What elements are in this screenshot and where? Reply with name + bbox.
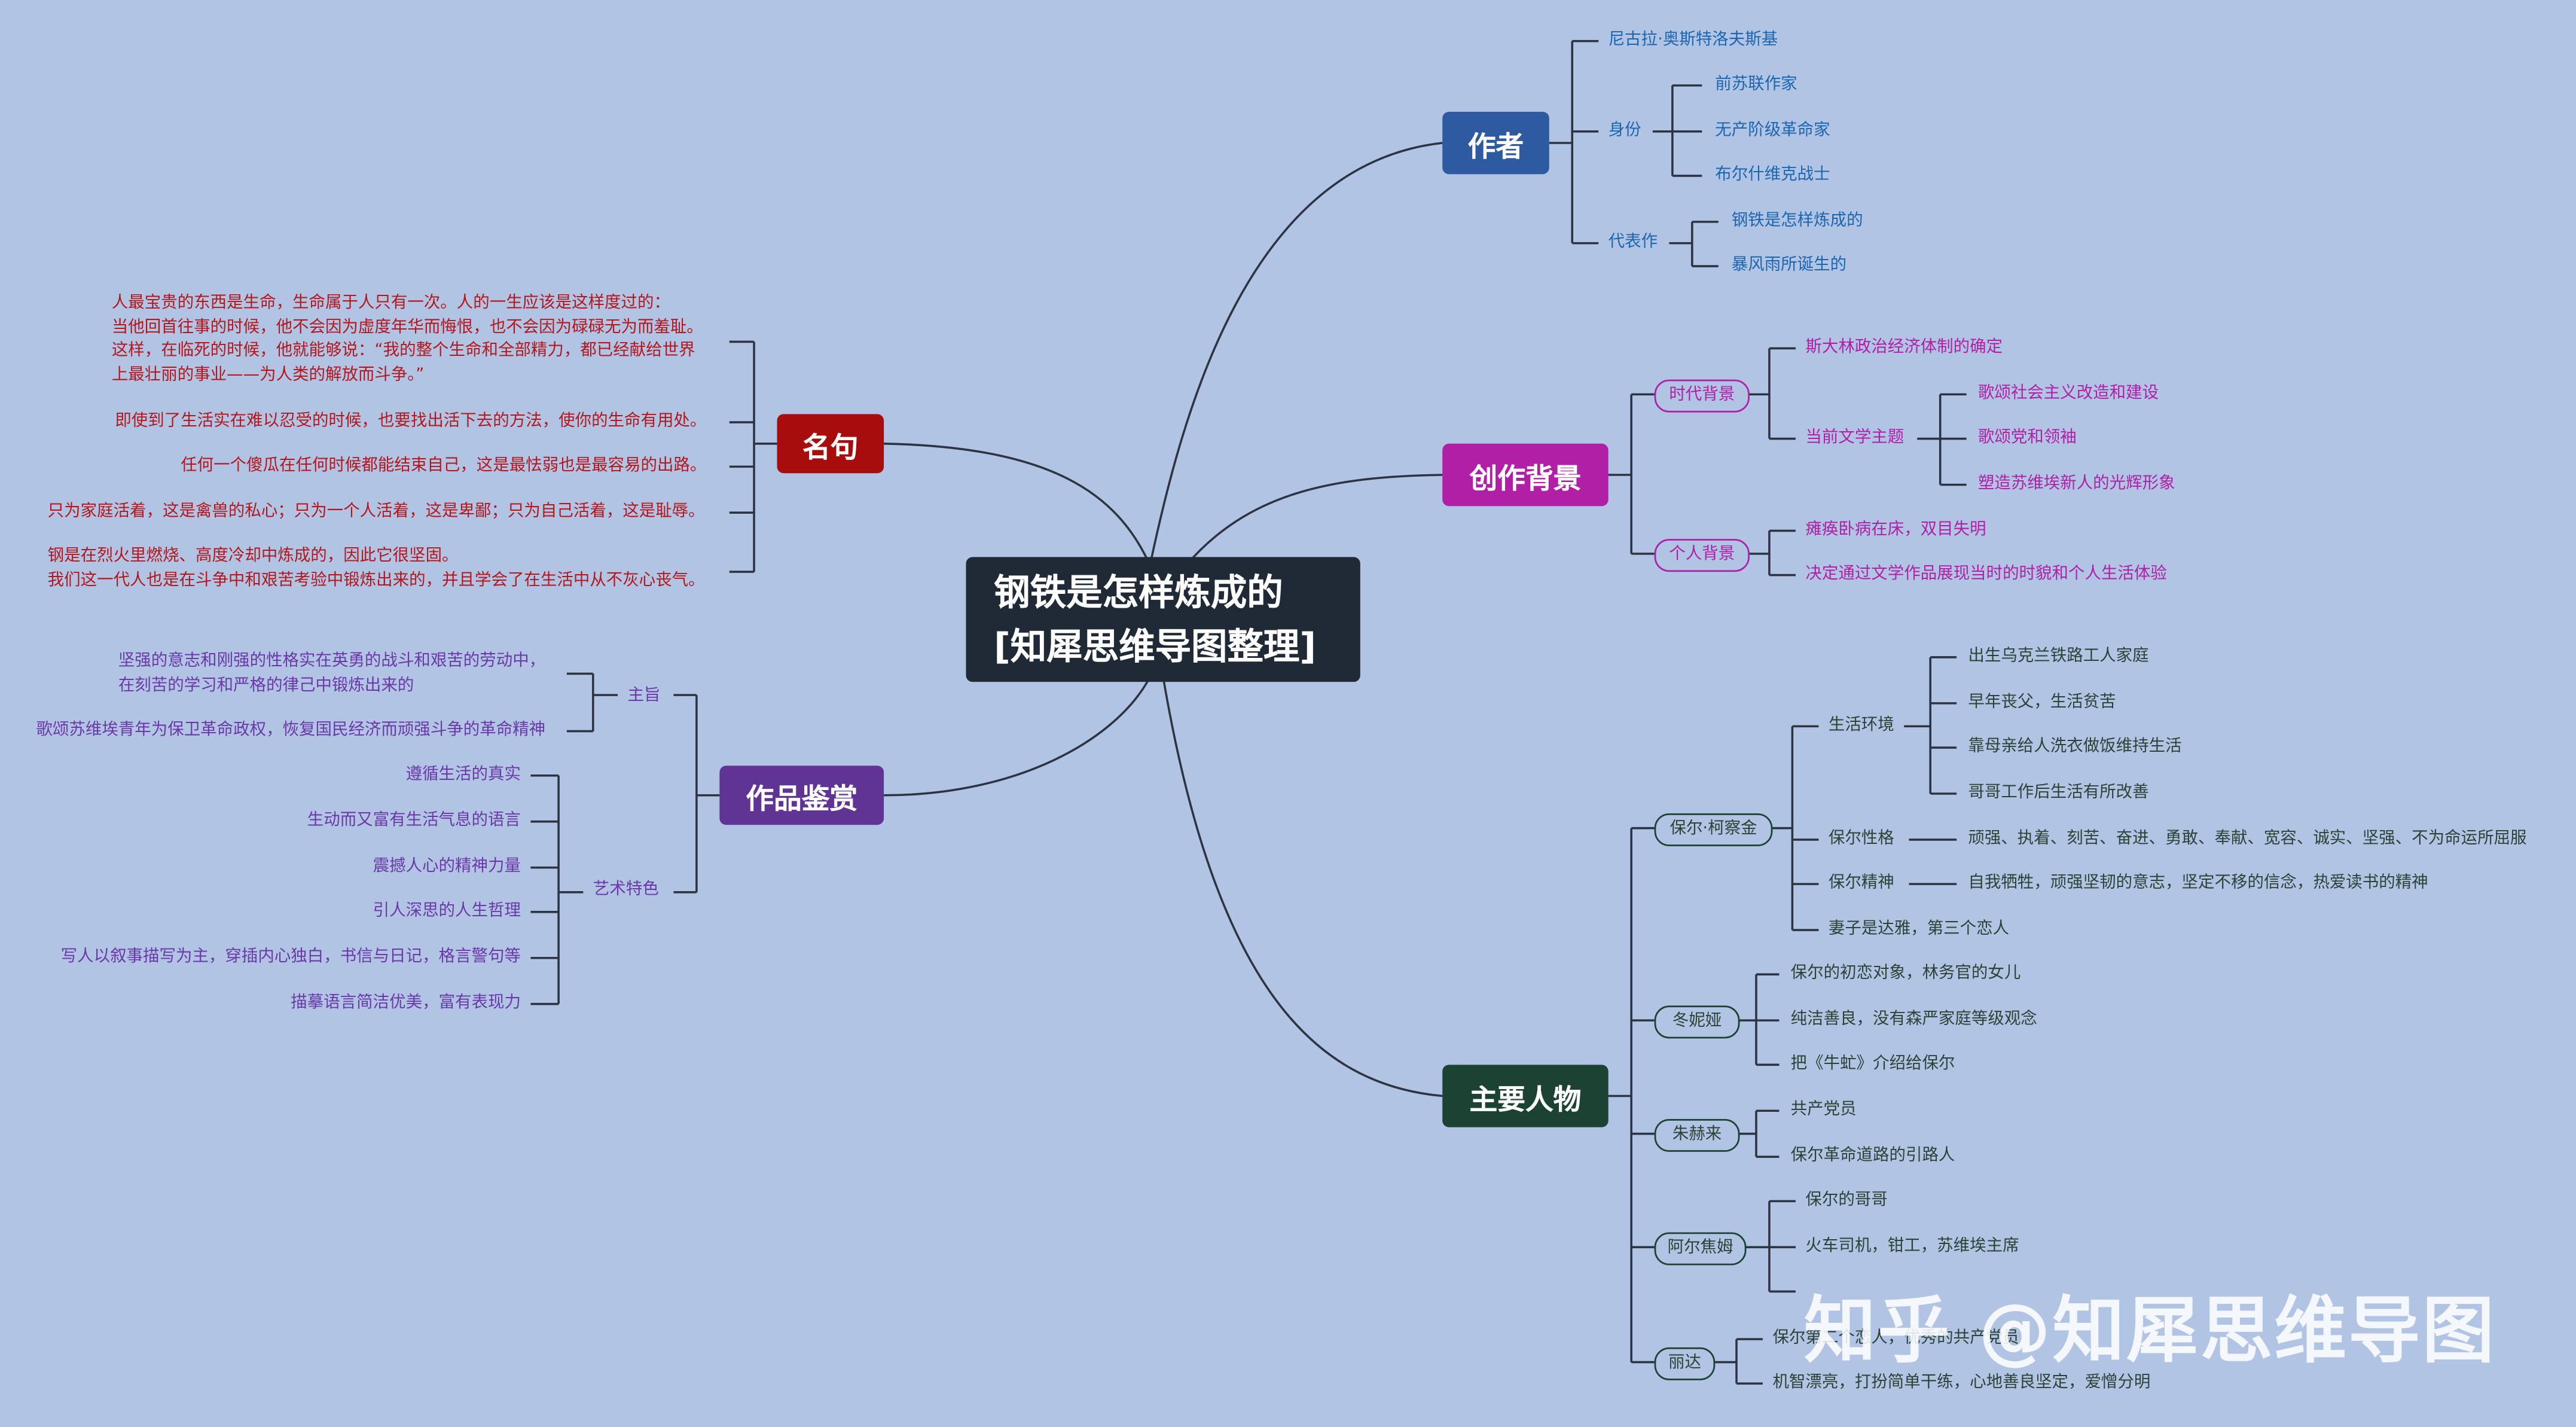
quote-1[interactable]: 人最宝贵的东西是生命，生命属于人只有一次。人的一生应该是这样度过的： 当他回首往… [112,292,703,388]
identity-item[interactable]: 布尔什维克战士 [1715,166,1830,184]
environment-item[interactable]: 早年丧父，生活贫苦 [1968,693,2116,712]
quote-1-line: 上最壮丽的事业——为人类的解放而斗争。” [111,365,425,384]
theme-label[interactable]: 主旨 [627,687,661,705]
quote-1-line: 人最宝贵的东西是生命，生命属于人只有一次。人的一生应该是这样度过的： [111,294,670,313]
branch-appreciation[interactable]: 作品鉴赏 [719,766,884,825]
quote-4[interactable]: 只为家庭活着，这是禽兽的私心；只为一个人活着，这是卑鄙；只为自己活着，这是耻辱。 [47,502,705,521]
identity-item[interactable]: 前苏联作家 [1715,75,1797,94]
paul-spirit-label[interactable]: 保尔精神 [1828,874,1894,892]
artyom-node[interactable]: 阿尔焦姆 [1654,1232,1747,1266]
watermark: 知乎 @知犀思维导图 [1803,1289,2496,1374]
quote-1-line: 当他回首往事的时候，他不会因为虚度年华而悔恨，也不会因为碌碌无为而羞耻。 [111,318,703,336]
tonya-item[interactable]: 把《牛虻》介绍给保尔 [1790,1054,1955,1074]
theme-item-1[interactable]: 坚强的意志和刚强的性格实在英勇的战斗和艰苦的劳动中， 在刻苦的学习和严格的律己中… [118,651,545,699]
environment-item[interactable]: 靠母亲给人洗衣做饭维持生活 [1968,737,2182,756]
quote-1-line: 这样，在临死的时候，他就能够说：“我的整个生命和全部精力，都已经献给世界 [111,341,695,360]
author-identity-label[interactable]: 身份 [1608,121,1641,140]
era-item[interactable]: 斯大林政治经济体制的确定 [1805,338,2003,357]
branch-quotes[interactable]: 名句 [777,414,884,474]
paul-node[interactable]: 保尔·柯察金 [1654,813,1773,846]
works-item[interactable]: 暴风雨所诞生的 [1731,256,1847,275]
identity-item[interactable]: 无产阶级革命家 [1715,121,1830,140]
theme-item[interactable]: 歌颂社会主义改造和建设 [1977,384,2159,403]
personal-item[interactable]: 决定通过文学作品展现当时的时貌和个人生活体验 [1805,565,2167,584]
theme-item-1-line: 坚强的意志和刚强的性格实在英勇的战斗和艰苦的劳动中， [118,652,546,670]
art-item[interactable]: 震撼人心的精神力量 [373,858,521,876]
quote-5[interactable]: 钢是在烈火里燃烧、高度冷却中炼成的，因此它很坚固。 我们这一代人也是在斗争中和艰… [48,545,705,593]
theme-item-2[interactable]: 歌颂苏维埃青年为保卫革命政权，恢复国民经济而顽强斗争的革命精神 [36,721,546,740]
rita-item[interactable]: 保尔第二个恋人，优秀的共产党员 [1772,1329,2019,1347]
central-topic[interactable]: 钢铁是怎样炼成的 [知犀思维导图整理] [966,557,1360,682]
quote-2[interactable]: 即使到了生活实在难以忍受的时候，也要找出活下去的方法，使你的生命有用处。 [115,412,707,431]
theme-item[interactable]: 歌颂党和领袖 [1977,429,2077,447]
tonya-item[interactable]: 保尔的初恋对象，林务官的女儿 [1790,964,2021,983]
artyom-item[interactable]: 火车司机，钳工，苏维埃主席 [1805,1237,2019,1256]
rita-node[interactable]: 丽达 [1654,1347,1716,1380]
quote-5-line: 我们这一代人也是在斗争中和艰苦考验中锻炼出来的，并且学会了在生活中从不灰心丧气。 [47,571,705,589]
rita-item[interactable]: 机智漂亮，打扮简单干练，心地善良坚定，爱憎分明 [1772,1373,2151,1392]
art-features-label[interactable]: 艺术特色 [593,880,659,899]
paul-environment-label[interactable]: 生活环境 [1828,716,1894,735]
art-item[interactable]: 描摹语言简洁优美，富有表现力 [291,994,521,1013]
literary-theme-label[interactable]: 当前文学主题 [1805,429,1904,447]
central-title: 钢铁是怎样炼成的 [994,573,1283,615]
author-works-label[interactable]: 代表作 [1608,233,1658,252]
personal-background-node[interactable]: 个人背景 [1654,539,1750,572]
zhukhrai-item[interactable]: 共产党员 [1790,1100,1857,1119]
environment-item[interactable]: 哥哥工作后生活有所改善 [1968,783,2149,802]
artyom-item[interactable]: 保尔的哥哥 [1805,1191,1888,1210]
works-item[interactable]: 钢铁是怎样炼成的 [1731,212,1863,230]
author-name[interactable]: 尼古拉·奥斯特洛夫斯基 [1608,31,1778,50]
branch-author[interactable]: 作者 [1442,111,1549,175]
quote-3[interactable]: 任何一个傻瓜在任何时候都能结束自己，这是最怯弱也是最容易的出路。 [181,456,707,475]
art-item[interactable]: 遵循生活的真实 [405,766,521,784]
tonya-node[interactable]: 冬妮娅 [1654,1005,1740,1039]
zhukhrai-item[interactable]: 保尔革命道路的引路人 [1790,1147,1955,1165]
zhukhrai-node[interactable]: 朱赫来 [1654,1118,1740,1152]
theme-item[interactable]: 塑造苏维埃新人的光辉形象 [1977,474,2175,493]
paul-trait-label[interactable]: 保尔性格 [1828,830,1894,848]
theme-item-1-line: 在刻苦的学习和严格的律己中锻炼出来的 [118,676,414,694]
branch-characters[interactable]: 主要人物 [1442,1065,1609,1127]
era-background-node[interactable]: 时代背景 [1654,379,1750,413]
quote-5-line: 钢是在烈火里燃烧、高度冷却中炼成的，因此它很坚固。 [47,547,459,566]
central-subtitle: [知犀思维导图整理] [994,627,1317,669]
branch-background[interactable]: 创作背景 [1442,443,1609,507]
art-item[interactable]: 生动而又富有生活气息的语言 [307,812,521,830]
environment-item[interactable]: 出生乌克兰铁路工人家庭 [1968,647,2149,666]
art-item[interactable]: 写人以叙事描写为主，穿插内心独白，书信与日记，格言警句等 [60,948,521,966]
paul-spirit[interactable]: 自我牺牲，顽强坚韧的意志，坚定不移的信念，热爱读书的精神 [1968,874,2428,892]
personal-item[interactable]: 瘫痪卧病在床，双目失明 [1805,520,1986,539]
paul-wife[interactable]: 妻子是达雅，第三个恋人 [1828,920,2010,938]
paul-trait[interactable]: 顽强、执着、刻苦、奋进、勇敢、奉献、宽容、诚实、坚强、不为命运所屈服 [1968,830,2527,848]
art-item[interactable]: 引人深思的人生哲理 [373,902,521,920]
tonya-item[interactable]: 纯洁善良，没有森严家庭等级观念 [1790,1010,2037,1029]
